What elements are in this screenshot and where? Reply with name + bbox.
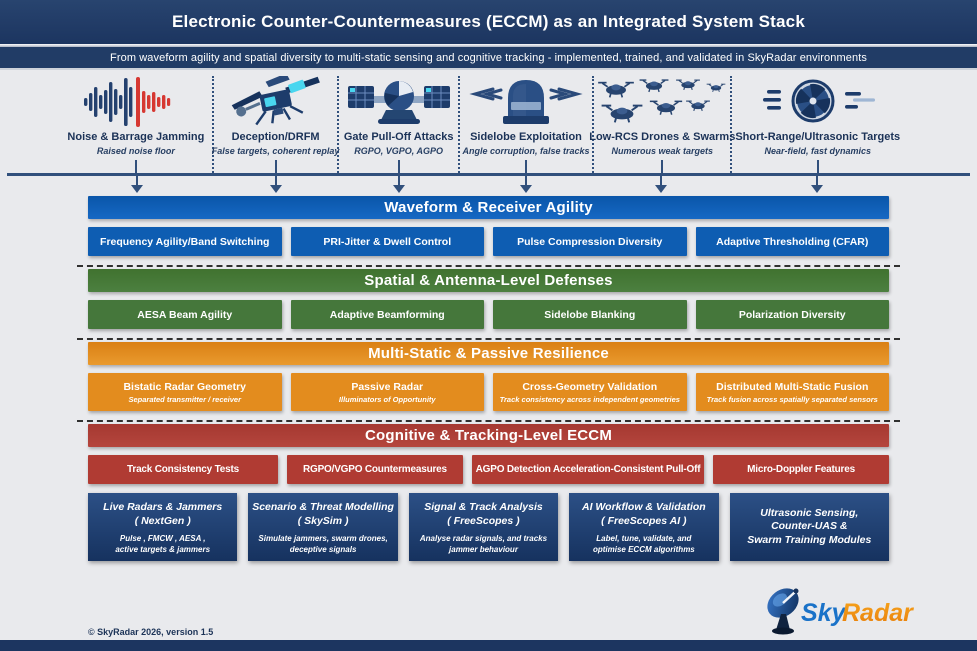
technique-box: Sidelobe Blanking xyxy=(493,300,687,329)
radar-dish-icon xyxy=(767,588,799,635)
threat-low-rcs-drones: Low-RCS Drones & Swarms Numerous weak ta… xyxy=(589,76,735,173)
skyradar-platforms-row: Live Radars & Jammers( NextGen ) Pulse ,… xyxy=(0,493,977,561)
layer-waveform-header: Waveform & Receiver Agility xyxy=(88,196,889,219)
subtitle-bar: From waveform agility and spatial divers… xyxy=(0,47,977,70)
threat-label: Sidelobe Exploitation xyxy=(470,131,582,143)
layer-separator xyxy=(77,420,900,422)
drfm-satellite-icon xyxy=(221,76,331,128)
technique-box: PRI-Jitter & Dwell Control xyxy=(290,227,484,256)
radar-dome-icon xyxy=(461,76,591,128)
threat-noise-jamming: Noise & Barrage Jamming Raised noise flo… xyxy=(4,76,214,173)
threat-gate-pull-off: Gate Pull-Off Attacks RGPO, VGPO, AGPO xyxy=(339,76,460,173)
threat-label: Short-Range/Ultrasonic Targets xyxy=(735,131,901,143)
threat-subtitle: Angle corruption, false tracks xyxy=(462,146,590,156)
layer-spatial-boxes: AESA Beam Agility Adaptive Beamforming S… xyxy=(88,300,889,329)
platform-freescopes: Signal & Track Analysis( FreeScopes ) An… xyxy=(408,493,559,561)
skyradar-logo: Sky Radar xyxy=(759,584,925,641)
logo-text-radar: Radar xyxy=(842,599,914,627)
header-divider xyxy=(0,44,977,47)
technique-box: AGPO Detection Acceleration-Consistent P… xyxy=(471,455,705,484)
noise-waveform-icon xyxy=(76,76,196,128)
title-bar: Electronic Counter-Countermeasures (ECCM… xyxy=(0,0,977,44)
technique-box: Track Consistency Tests xyxy=(88,455,278,484)
connector-stem xyxy=(661,160,664,173)
platform-nextgen: Live Radars & Jammers( NextGen ) Pulse ,… xyxy=(88,493,238,561)
platform-ultrasonic-modules: Ultrasonic Sensing,Counter-UAS &Swarm Tr… xyxy=(729,493,889,561)
layer-title: Multi-Static & Passive Resilience xyxy=(368,345,609,362)
threat-subtitle: Raised noise floor xyxy=(96,146,175,156)
copyright-text: © SkyRadar 2026, version 1.5 xyxy=(88,627,214,637)
connector-stem xyxy=(274,160,277,173)
threat-subtitle: RGPO, VGPO, AGPO xyxy=(354,146,443,156)
threat-baseline xyxy=(7,173,970,176)
layer-title: Cognitive & Tracking-Level ECCM xyxy=(364,427,613,444)
threats-row: Noise & Barrage Jamming Raised noise flo… xyxy=(0,70,977,173)
threat-ultrasonic-targets: Short-Range/Ultrasonic Targets Near-fiel… xyxy=(732,76,973,173)
technique-box: RGPO/VGPO Countermeasures xyxy=(286,455,463,484)
eccm-stack: Waveform & Receiver Agility Frequency Ag… xyxy=(0,196,977,484)
page-title: Electronic Counter-Countermeasures (ECCM… xyxy=(172,12,805,31)
technique-box: Frequency Agility/Band Switching xyxy=(88,227,282,256)
drone-swarm-icon xyxy=(592,76,732,128)
layer-cognitive-header: Cognitive & Tracking-Level ECCM xyxy=(88,424,889,447)
threat-deception-drfm: Deception/DRFM False targets, coherent r… xyxy=(211,76,340,173)
down-arrow-icon xyxy=(4,176,214,194)
threat-sidelobe-exploitation: Sidelobe Exploitation Angle corruption, … xyxy=(460,76,595,173)
connector-stem xyxy=(816,160,819,173)
threat-arrows-row xyxy=(0,176,977,194)
technique-box: AESA Beam Agility xyxy=(88,300,282,329)
connector-stem xyxy=(524,160,527,173)
connector-stem xyxy=(134,160,137,173)
technique-box: Pulse Compression Diversity xyxy=(493,227,687,256)
satellite-icon xyxy=(344,76,454,128)
threat-label: Low-RCS Drones & Swarms xyxy=(589,131,736,143)
ultrasonic-fan-icon xyxy=(753,76,883,128)
technique-box: Polarization Diversity xyxy=(695,300,889,329)
threat-label: Gate Pull-Off Attacks xyxy=(343,131,454,143)
technique-box: Adaptive Beamforming xyxy=(290,300,484,329)
layer-title: Waveform & Receiver Agility xyxy=(384,199,593,216)
threat-label: Noise & Barrage Jamming xyxy=(67,131,205,143)
platform-freescopes-ai: AI Workflow & Validation( FreeScopes AI … xyxy=(569,493,719,561)
threat-label: Deception/DRFM xyxy=(231,131,320,143)
connector-stem xyxy=(397,160,400,173)
down-arrow-icon xyxy=(592,176,730,194)
layer-spatial-header: Spatial & Antenna-Level Defenses xyxy=(88,269,889,292)
layer-separator xyxy=(77,338,900,340)
layer-separator xyxy=(77,265,900,267)
bottom-bar xyxy=(0,640,977,651)
threat-subtitle: Near-field, fast dynamics xyxy=(764,146,872,156)
layer-waveform-boxes: Frequency Agility/Band Switching PRI-Jit… xyxy=(88,227,889,256)
platform-skysim: Scenario & Threat Modelling( SkySim ) Si… xyxy=(248,493,398,561)
logo-text-sky: Sky xyxy=(801,599,847,627)
layer-title: Spatial & Antenna-Level Defenses xyxy=(364,272,613,289)
down-arrow-icon xyxy=(730,176,973,194)
threat-subtitle: Numerous weak targets xyxy=(611,146,714,156)
technique-box: Micro-Doppler Features xyxy=(713,455,889,484)
page-subtitle: From waveform agility and spatial divers… xyxy=(110,51,867,64)
layer-multistatic-header: Multi-Static & Passive Resilience xyxy=(88,342,889,365)
down-arrow-icon xyxy=(339,176,459,194)
threat-subtitle: False targets, coherent replay xyxy=(211,146,340,156)
down-arrow-icon xyxy=(459,176,593,194)
layer-cognitive-boxes: Track Consistency Tests RGPO/VGPO Counte… xyxy=(88,455,889,484)
technique-box: Adaptive Thresholding (CFAR) xyxy=(695,227,889,256)
down-arrow-icon xyxy=(214,176,339,194)
